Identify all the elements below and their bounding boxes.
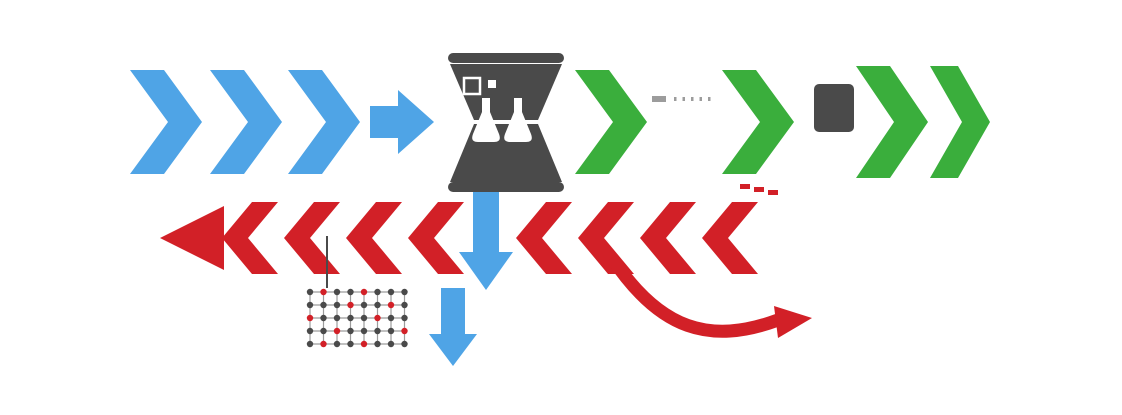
lattice-atom-dark (387, 288, 395, 296)
lattice-atom-dark (387, 327, 395, 335)
lattice-atom-dark (387, 340, 395, 348)
lattice-atom-dark (401, 340, 408, 348)
lattice-atom-red (360, 288, 368, 296)
lattice-atom-dark (360, 314, 368, 322)
blue-down-arrow-1-head (459, 252, 513, 290)
green-chevron-1 (575, 70, 647, 174)
lattice-atom-red (347, 301, 354, 309)
lattice-atom-red (374, 314, 381, 322)
lattice-atom-dark (401, 288, 408, 296)
small-square-icon (488, 80, 496, 88)
lattice-atom-dark (360, 301, 368, 309)
lattice-atom-dark (374, 301, 381, 309)
blue-down-arrow-2-shaft (441, 288, 465, 334)
dark-module-icon (814, 84, 854, 132)
red-left-chevron-1 (222, 202, 278, 274)
lattice-atom-dark (401, 301, 408, 309)
lattice-atom-red (320, 288, 327, 296)
red-tick-1 (740, 184, 750, 189)
lattice-atom-dark (347, 340, 354, 348)
blue-down-arrow-2-head (429, 334, 477, 366)
red-curved-arrow (606, 254, 781, 338)
lattice-atom-dark (320, 301, 327, 309)
blue-chevron-2 (210, 70, 282, 174)
green-chevron-4 (930, 66, 990, 178)
red-left-chevron-2 (284, 202, 340, 274)
crystal-lattice (306, 288, 408, 348)
square-outline-icon (462, 76, 482, 96)
lattice-atom-dark (347, 288, 354, 296)
lattice-atom-dark (347, 327, 354, 335)
lattice-atom-dark (374, 340, 381, 348)
blue-down-arrow-1 (459, 192, 513, 290)
lattice-atom-dark (320, 327, 327, 335)
lattice-atom-dark (333, 314, 341, 322)
hourglass-top-plate (448, 53, 564, 63)
red-left-chevron-6 (578, 202, 634, 274)
lattice-atom-red (401, 327, 408, 335)
red-left-chevron-7 (640, 202, 696, 274)
blue-chevron-1 (130, 70, 202, 174)
lattice-atom-dark (306, 288, 314, 296)
hourglass-bottom-plate (448, 182, 564, 192)
lattice-atom-red (333, 327, 341, 335)
red-tick-2 (754, 187, 764, 192)
lattice-atom-red (360, 340, 368, 348)
blue-down-arrow-1-shaft (473, 192, 499, 252)
blue-solid-arrow (370, 90, 434, 154)
red-left-chevron-5 (516, 202, 572, 274)
lattice-atom-dark (401, 314, 408, 322)
hourglass-top-chamber (450, 64, 562, 120)
blue-chevron-3 (288, 70, 360, 174)
green-chevron-2 (722, 70, 794, 174)
lattice-atom-dark (306, 340, 314, 348)
red-left-arrowhead (160, 206, 224, 270)
lattice-atom-dark (333, 340, 341, 348)
green-chevron-3 (856, 66, 928, 178)
lattice-atom-dark (306, 301, 314, 309)
lattice-atom-red (320, 340, 327, 348)
red-tick-3 (768, 190, 778, 195)
hourglass-lab-icon (448, 53, 564, 192)
red-curve-arrowhead (774, 306, 812, 338)
red-left-chevron-8 (702, 202, 758, 274)
red-left-chevron-4 (408, 202, 464, 274)
dash-icon (652, 96, 666, 102)
lattice-atom-dark (387, 314, 395, 322)
lattice-atom-dark (347, 314, 354, 322)
flask-icon-right (504, 98, 532, 142)
lattice-atom-red (387, 301, 395, 309)
lattice-atom-dark (333, 288, 341, 296)
lattice-atom-red (306, 314, 314, 322)
lattice-atom-dark (374, 288, 381, 296)
lattice-atom-dark (306, 327, 314, 335)
lattice-atom-dark (374, 327, 381, 335)
flask-icon-left (472, 98, 500, 142)
lattice-atom-dark (333, 301, 341, 309)
lattice-atom-dark (360, 327, 368, 335)
blue-down-arrow-2 (429, 288, 477, 366)
lattice-atom-dark (320, 314, 327, 322)
red-left-chevron-3 (346, 202, 402, 274)
